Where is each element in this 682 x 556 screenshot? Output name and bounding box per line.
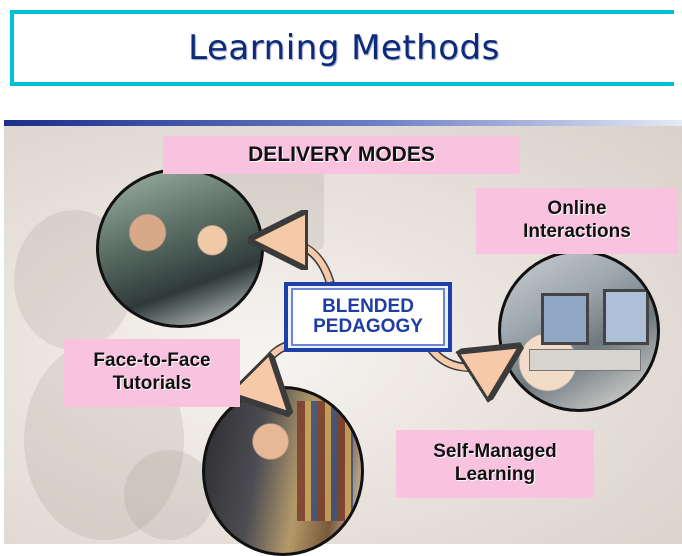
face-to-face-photo (96, 168, 264, 328)
title-box: Learning Methods (10, 10, 674, 86)
face-to-face-line2: Tutorials (112, 373, 192, 394)
delivery-modes-text: DELIVERY MODES (248, 143, 435, 167)
blended-pedagogy-label: BLENDED PEDAGOGY (291, 288, 445, 346)
online-line1: Online (547, 198, 607, 220)
self-managed-line2: Learning (454, 464, 536, 485)
face-to-face-label: Face-to-Face Tutorials (64, 339, 240, 407)
header-gradient-bar (4, 120, 682, 126)
delivery-modes-label: DELIVERY MODES (163, 136, 520, 174)
online-photo (498, 250, 660, 412)
blended-pedagogy-box: BLENDED PEDAGOGY (284, 282, 452, 352)
self-managed-line1: Self-Managed (433, 441, 557, 463)
self-managed-label: Self-Managed Learning (396, 430, 594, 498)
page-title: Learning Methods (188, 28, 500, 68)
arrows-layer (0, 0, 682, 544)
online-interactions-label: Online Interactions (476, 188, 678, 254)
center-line1: BLENDED (322, 296, 414, 318)
background-figure (124, 450, 214, 540)
face-to-face-line1: Face-to-Face (93, 350, 211, 372)
center-line2: PEDAGOGY (313, 316, 423, 337)
online-line2: Interactions (523, 221, 631, 242)
